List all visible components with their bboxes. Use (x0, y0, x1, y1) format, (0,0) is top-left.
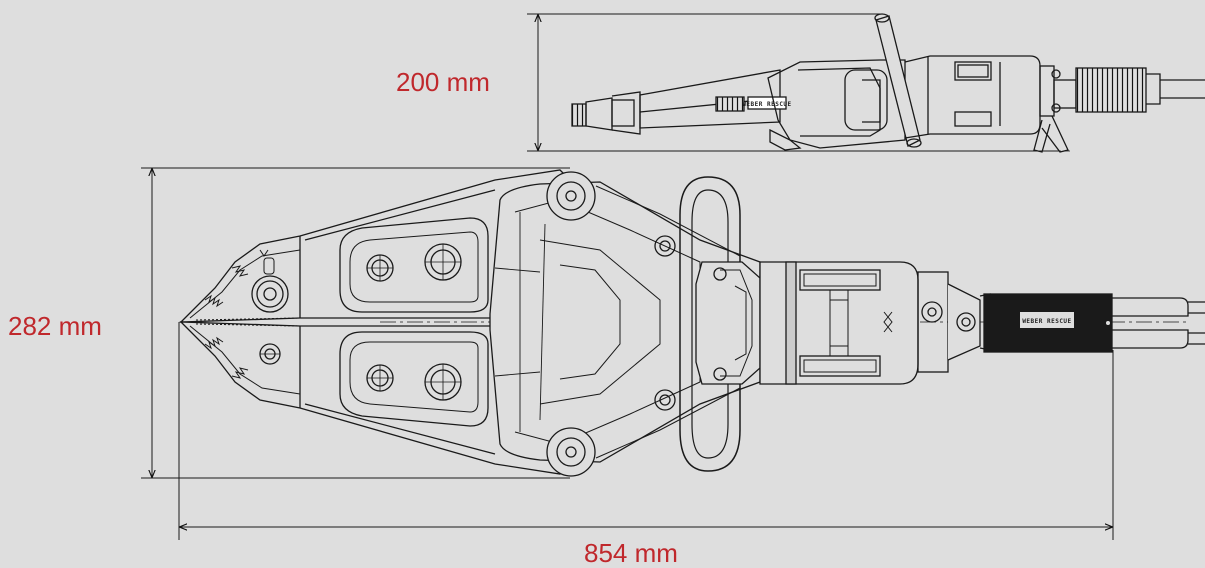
side-view: WEBER RESCUE (527, 13, 1205, 153)
rear-grip: WEBER RESCUE (983, 293, 1113, 353)
dimension-854mm (178, 322, 1114, 540)
rear-manifold (917, 271, 991, 373)
ring-handle (679, 176, 741, 472)
side-handle (874, 13, 922, 148)
side-brand-plate (747, 96, 787, 110)
dimension-label-overall-length: 854 mm (584, 538, 678, 568)
upper-jaw (179, 169, 582, 323)
dimension-282mm (141, 167, 570, 479)
lower-jaw (179, 321, 582, 475)
side-cylinder (904, 55, 1041, 139)
dimension-label-width-top: 282 mm (8, 311, 102, 341)
dimension-label-height-side: 200 mm (396, 67, 490, 97)
hose-couplings (1112, 297, 1205, 349)
valve-block (695, 261, 761, 385)
side-brand-text: WEBER RESCUE (742, 101, 791, 108)
side-grip-plate (715, 96, 745, 112)
pivot-bosses (546, 171, 676, 477)
dimension-200mm (527, 13, 1060, 152)
side-rear-assembly (1033, 65, 1205, 153)
top-brand-text: WEBER RESCUE (1022, 318, 1071, 325)
top-cylinder (759, 261, 919, 385)
top-view: WEBER RESCUE (141, 167, 1205, 540)
side-main-body (767, 59, 906, 151)
